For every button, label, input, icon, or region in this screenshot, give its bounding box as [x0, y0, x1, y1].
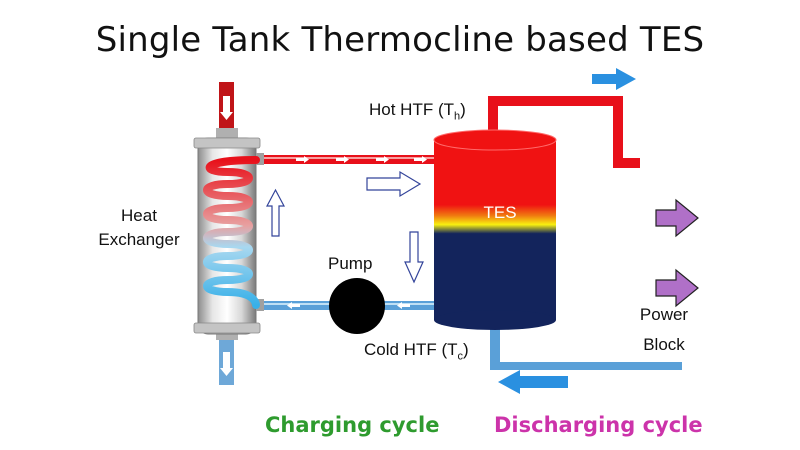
hot-outlet-pipe [488, 96, 640, 168]
power-block-label-line2: Block [643, 335, 685, 354]
tes-label: TES [483, 203, 517, 222]
cold-htf-label: Cold HTF (Tc) [364, 340, 469, 362]
flow-right-arrow [366, 170, 422, 198]
flow-down-arrow [404, 231, 424, 284]
hot-return-pipe [262, 155, 436, 164]
cold-htf-text: Cold HTF (T [364, 340, 458, 359]
cold-htf-subscript: c [457, 350, 464, 363]
cold-return-pipe [490, 326, 682, 370]
power-block-arrow-2 [655, 268, 699, 308]
hot-outflow-arrow [592, 68, 636, 90]
hot-htf-text: Hot HTF (T [369, 100, 454, 119]
tes-tank [433, 129, 557, 330]
hx-inlet-arrow [219, 82, 234, 130]
pump-label: Pump [328, 254, 373, 273]
hot-htf-close: ) [460, 100, 466, 119]
diagram-title: Single Tank Thermocline based TES [95, 20, 705, 60]
heat-exchanger-label: Heat Exchanger [84, 204, 194, 252]
heat-exchanger-label-line1: Heat [121, 206, 157, 225]
hx-coil [203, 156, 260, 309]
cold-htf-close: ) [463, 340, 469, 359]
charging-cycle-label: Charging cycle [265, 413, 440, 437]
hot-htf-subscript: h [454, 110, 461, 123]
heat-exchanger [193, 128, 264, 340]
cold-inflow-arrow [498, 370, 568, 394]
hx-outlet-arrow [219, 338, 234, 385]
hot-htf-label: Hot HTF (Th) [369, 100, 466, 122]
discharging-cycle-label: Discharging cycle [494, 413, 703, 437]
power-block-label: Power Block [626, 300, 702, 360]
flow-up-arrow [266, 188, 285, 237]
heat-exchanger-label-line2: Exchanger [98, 230, 180, 249]
pump [329, 278, 385, 334]
power-block-label-line1: Power [639, 305, 689, 324]
power-block-arrow-1 [655, 198, 699, 238]
